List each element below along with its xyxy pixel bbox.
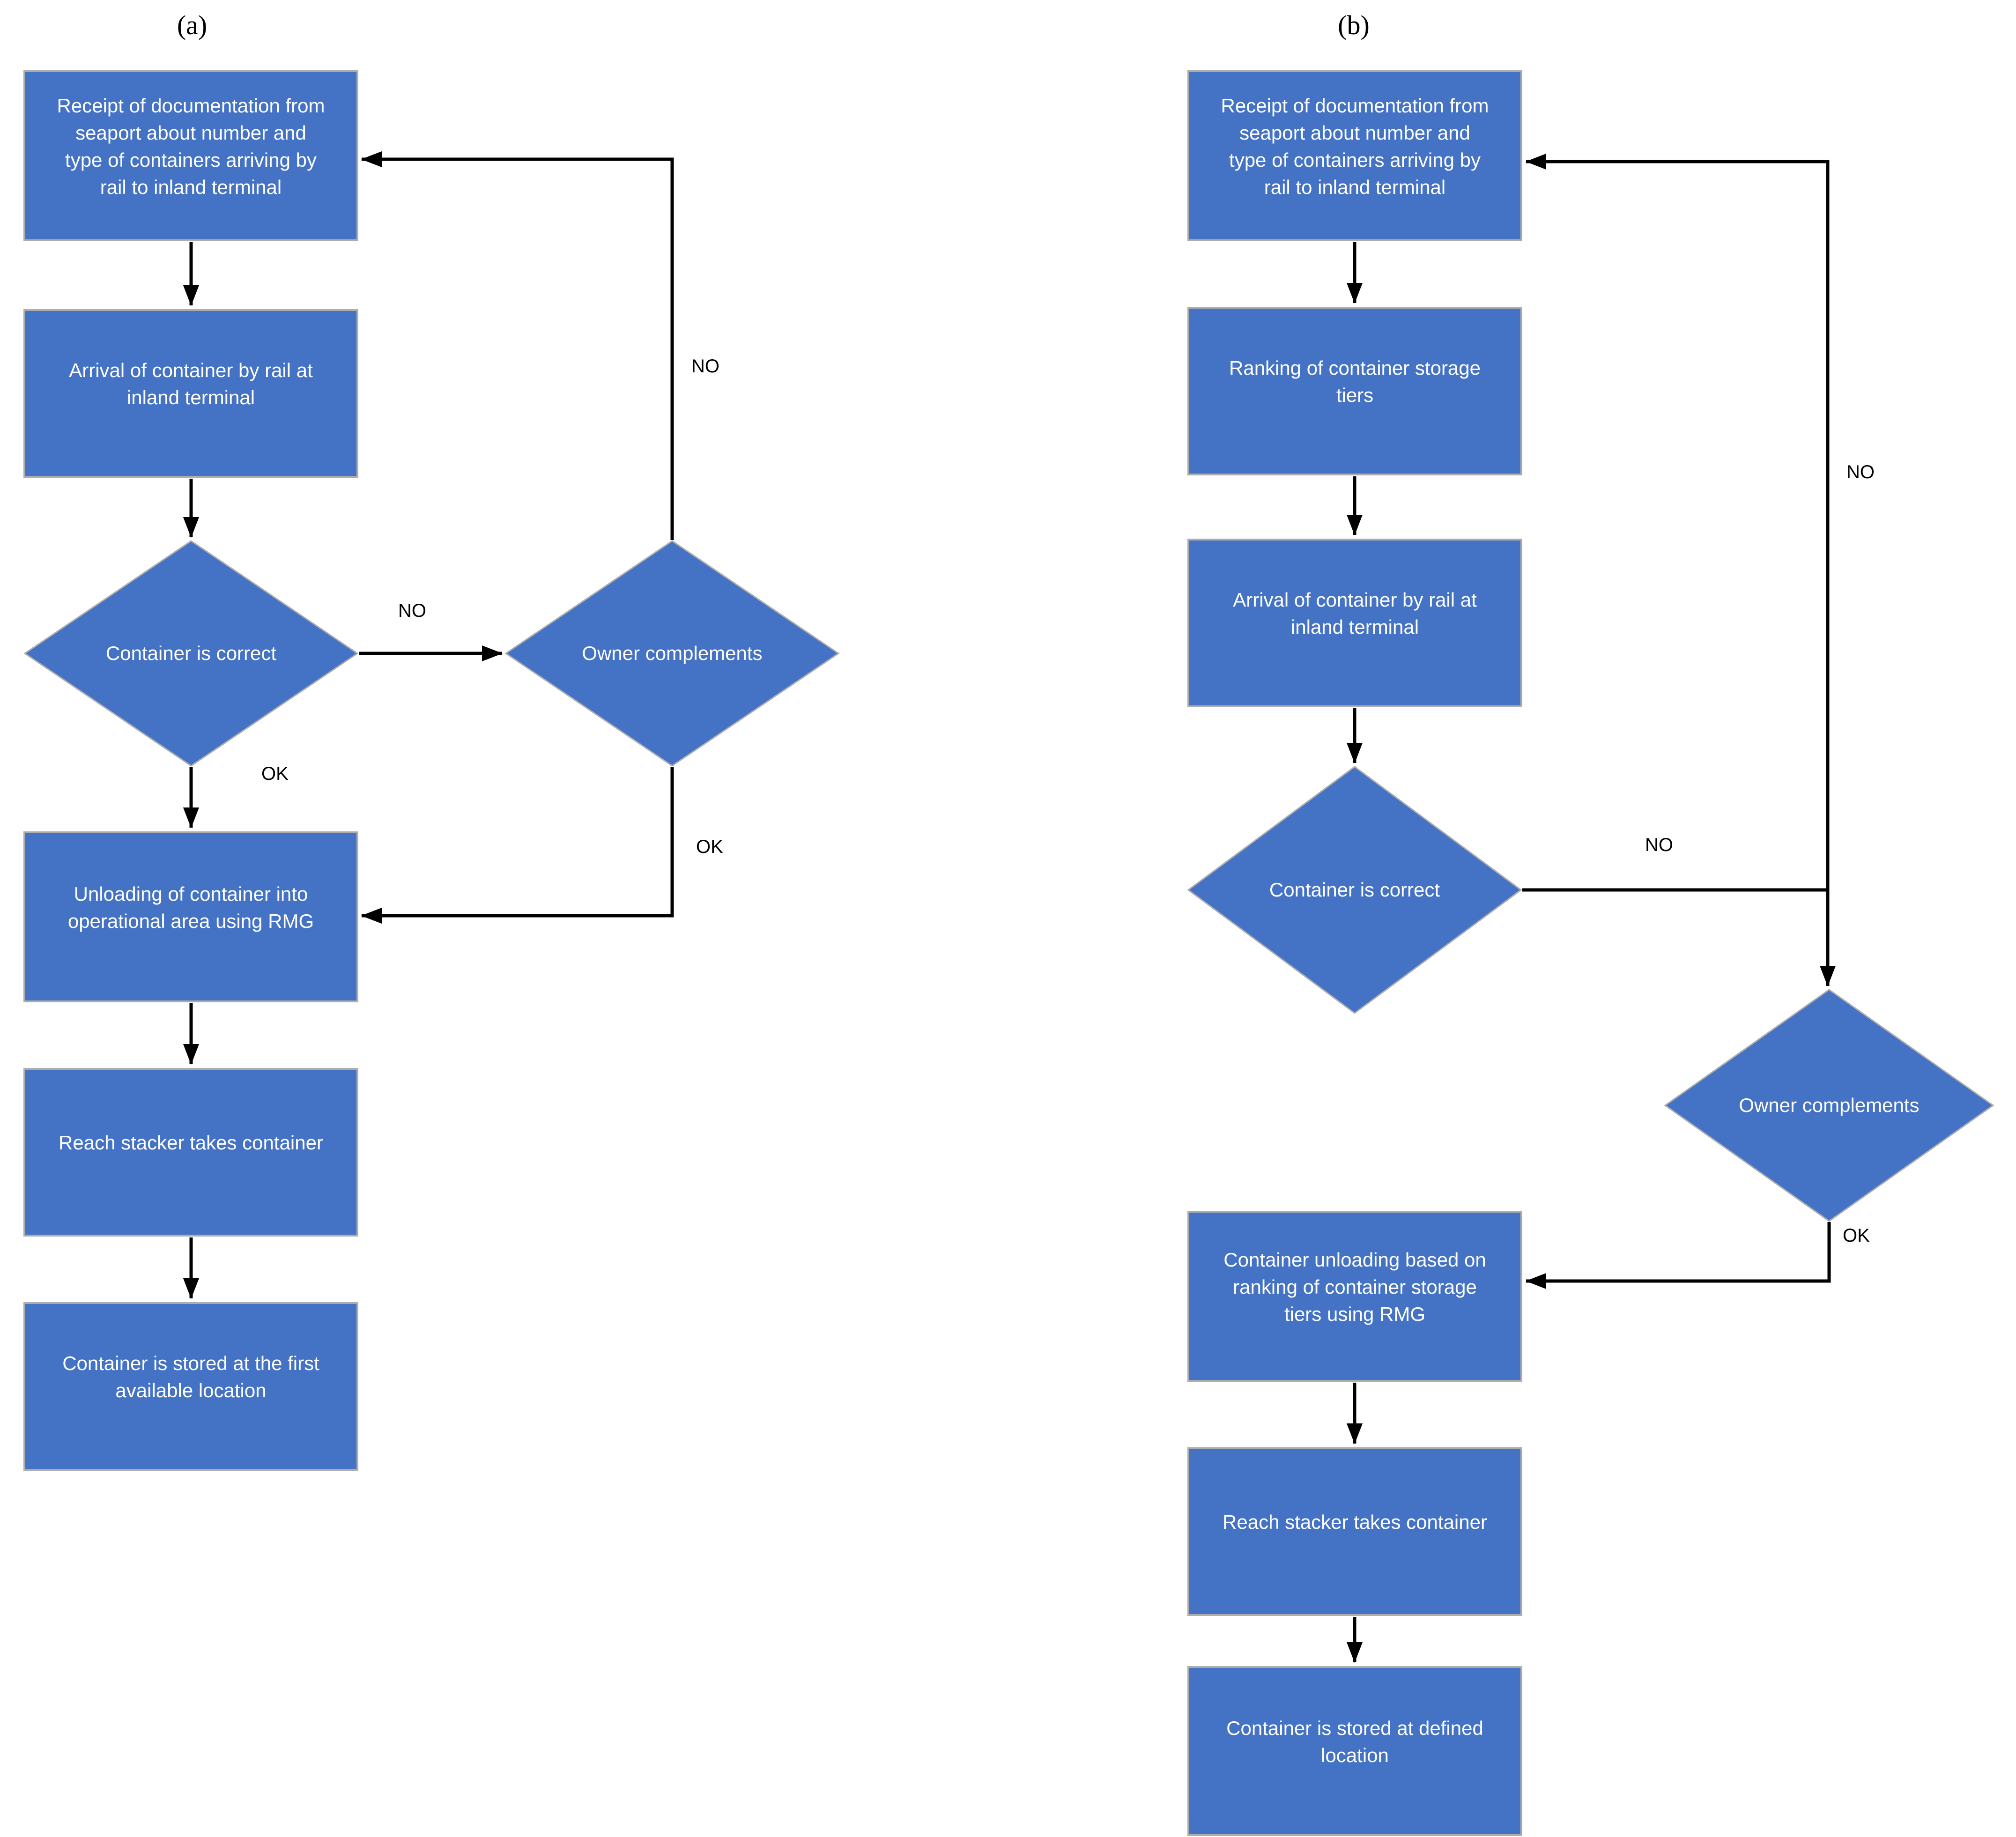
node-b-ranking-text: Ranking of container storage tiers [1229,357,1481,406]
node-a-stored: Container is stored at the first availab… [23,1302,358,1471]
node-a-arrival: Arrival of container by rail at inland t… [23,309,358,478]
node-b-reach-stacker-text: Reach stacker takes container [1223,1511,1487,1533]
node-a-unloading-text: Unloading of container into operational … [67,882,314,932]
edge-label-b-loop-no: NO [1846,462,1875,482]
node-a-reach-stacker: Reach stacker takes container [23,1068,358,1237]
node-b-owner-complements [1664,989,1994,1222]
panel-b-edges [1187,154,1994,1663]
edge-a-owner-no-loop-to-receipt [361,151,674,540]
node-b-reach-stacker: Reach stacker takes container [1187,1447,1522,1616]
node-b-stored: Container is stored at defined location [1187,1666,1522,1836]
node-a-receipt-text: Receipt of documentation from seaport ab… [57,94,325,198]
edge-label-a-decision-ok: OK [261,763,289,784]
panel-a-label: (a) [177,10,208,40]
node-b-receipt: Receipt of documentation from seaport ab… [1187,70,1522,241]
edge-label-a-decision-no: NO [398,600,426,621]
node-b-unloading-text: Container unloading based on ranking of … [1223,1248,1486,1325]
panel-a-edges [23,151,840,1299]
edge-label-b-decision-no: NO [1645,835,1673,855]
node-a-reach-stacker-text: Reach stacker takes container [59,1132,323,1154]
node-b-arrival-text: Arrival of container by rail at inland t… [1233,589,1477,638]
edge-label-b-loop-ok: OK [1843,1225,1870,1246]
node-b-stored-text: Container is stored at defined location [1226,1717,1483,1766]
node-b-unloading: Container unloading based on ranking of … [1187,1211,1522,1382]
node-b-receipt-text: Receipt of documentation from seaport ab… [1221,94,1489,198]
node-b-arrival: Arrival of container by rail at inland t… [1187,539,1522,707]
node-a-arrival-text: Arrival of container by rail at inland t… [69,359,313,408]
edge-label-a-loop-no: NO [691,356,719,377]
node-a-receipt: Receipt of documentation from seaport ab… [23,70,358,241]
node-a-stored-text: Container is stored at the first availab… [62,1352,319,1401]
edge-b-owner-ok-to-unloading [1526,1222,1831,1289]
panel-b-label: (b) [1338,10,1370,40]
edge-b-no-loop-to-receipt [1526,154,1830,890]
node-b-ranking: Ranking of container storage tiers [1187,307,1522,475]
node-a-container-correct [23,540,359,767]
node-b-container-correct [1187,766,1522,1014]
edge-label-a-loop-ok: OK [696,837,723,857]
edge-a-owner-ok-to-unloading [361,767,674,924]
node-a-owner-complements [504,540,840,767]
node-a-unloading: Unloading of container into operational … [23,831,358,1002]
